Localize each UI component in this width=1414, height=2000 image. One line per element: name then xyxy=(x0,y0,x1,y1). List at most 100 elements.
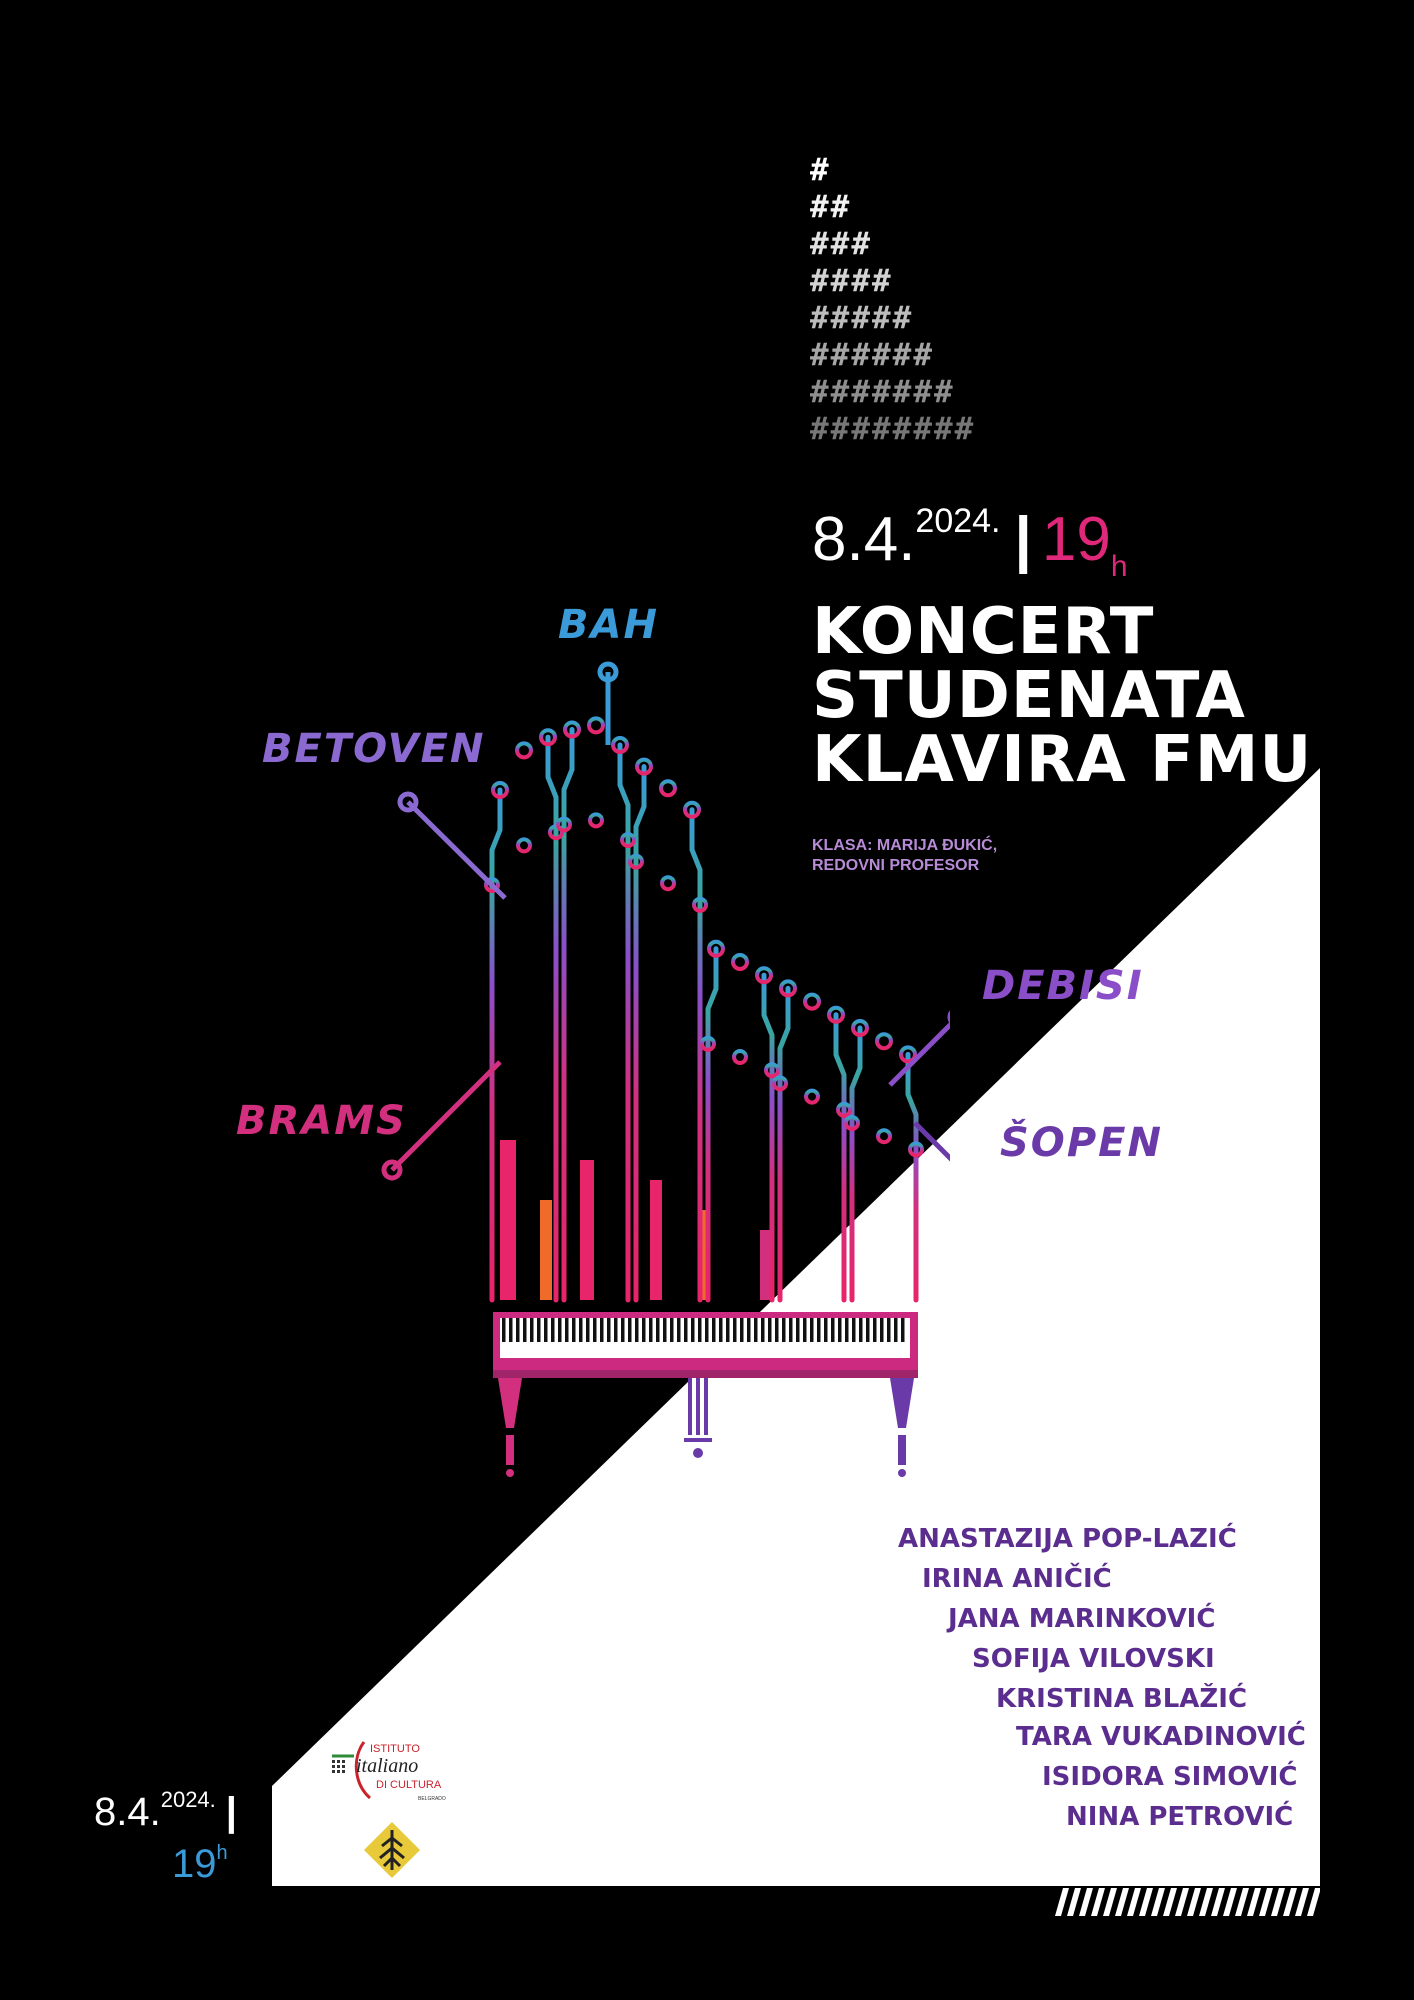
piano-key xyxy=(782,1318,786,1342)
footer-separator: | xyxy=(225,1790,237,1834)
stripe xyxy=(1307,1888,1320,1916)
circuit-node xyxy=(539,728,557,747)
piano-key xyxy=(628,1318,632,1342)
hash-row: ## xyxy=(810,189,852,225)
piano-key xyxy=(705,1318,709,1342)
stripe xyxy=(1259,1888,1273,1916)
stripe xyxy=(1223,1888,1237,1916)
piano-key xyxy=(775,1318,779,1342)
circuit-trace xyxy=(849,1025,863,1303)
piano-key xyxy=(523,1318,527,1342)
composer-label-chopin: ŠOPEN xyxy=(1000,1120,1163,1166)
footer-date: 8.4.2024. | xyxy=(94,1787,237,1835)
stripe xyxy=(1091,1888,1105,1916)
composer-label-debussy: DEBISI xyxy=(982,963,1144,1009)
logo-line1: ISTITUTO xyxy=(370,1743,420,1755)
piano-key xyxy=(684,1318,688,1342)
circuit-node xyxy=(635,757,653,776)
circuit-node xyxy=(875,1032,893,1051)
circuit-node xyxy=(732,1049,748,1065)
circuit-node xyxy=(731,953,749,971)
circuit-node xyxy=(660,875,676,892)
title-line: KONCERT xyxy=(812,595,1155,669)
faculty-emblem-icon xyxy=(364,1822,420,1878)
stripe xyxy=(1079,1888,1093,1916)
piano-key xyxy=(670,1318,674,1342)
piano-key xyxy=(789,1318,793,1342)
stripe xyxy=(1055,1888,1069,1916)
circuit-node xyxy=(491,781,509,799)
circuit-trace xyxy=(489,787,503,1303)
class-line: KLASA: MARIJA ĐUKIĆ, xyxy=(812,837,998,854)
circuit-node xyxy=(516,837,532,854)
piano-key xyxy=(586,1318,590,1342)
stripe xyxy=(1295,1888,1309,1916)
stripe xyxy=(1067,1888,1081,1916)
footer-year: 2024. xyxy=(160,1787,216,1812)
piano-key xyxy=(831,1318,835,1342)
circuit-node xyxy=(620,832,636,848)
piano-key xyxy=(502,1318,506,1342)
circuit-node xyxy=(851,1019,869,1037)
diagonal-stripes xyxy=(1055,1888,1320,1916)
hash-row: ###### xyxy=(810,337,934,373)
piano-key xyxy=(691,1318,695,1342)
composer-label-brahms: BRAMS xyxy=(236,1098,407,1144)
piano-key xyxy=(866,1318,870,1342)
circuit-node xyxy=(683,800,701,819)
circuit-trace xyxy=(761,972,775,1303)
piano-key xyxy=(649,1318,653,1342)
title-line: KLAVIRA FMU xyxy=(812,723,1313,797)
circuit-trace xyxy=(777,985,791,1303)
piano-key xyxy=(838,1318,842,1342)
logo-line2: italiano xyxy=(356,1755,418,1777)
piano-key xyxy=(656,1318,660,1342)
circuit-node xyxy=(515,741,533,760)
stripe xyxy=(1271,1888,1285,1916)
circuit-trace xyxy=(561,727,575,1303)
piano-key xyxy=(509,1318,513,1342)
performer-name: IRINA ANIČIĆ xyxy=(922,1564,1112,1594)
piano-key xyxy=(859,1318,863,1342)
circuit-node xyxy=(779,979,797,998)
performer-name: KRISTINA BLAŽIĆ xyxy=(996,1684,1248,1714)
piano-key xyxy=(572,1318,576,1342)
performer-name: ANASTAZIJA POP-LAZIĆ xyxy=(898,1524,1237,1554)
event-day-month: 8.4. xyxy=(812,505,916,574)
circuit-node xyxy=(836,1101,852,1118)
piano-key xyxy=(768,1318,772,1342)
piano-key xyxy=(635,1318,639,1342)
class-line: REDOVNI PROFESOR xyxy=(812,857,980,874)
piano-key xyxy=(880,1318,884,1342)
hash-pyramid: # ## ### #### ##### ###### ####### #####… xyxy=(810,152,975,448)
stripe xyxy=(1187,1888,1201,1916)
piano-key xyxy=(530,1318,534,1342)
stripe xyxy=(1247,1888,1261,1916)
stripe xyxy=(1235,1888,1249,1916)
circuit-bar xyxy=(650,1180,662,1300)
piano-key xyxy=(887,1318,891,1342)
piano-key xyxy=(698,1318,702,1342)
circuit-node xyxy=(588,812,604,829)
circuit-bar xyxy=(500,1140,516,1300)
circuit-node xyxy=(876,1128,892,1145)
piano-key xyxy=(579,1318,583,1342)
circuit-node xyxy=(556,816,572,833)
event-hour: 19 xyxy=(1041,505,1111,574)
circuit-node xyxy=(827,1005,845,1024)
stripe xyxy=(1175,1888,1189,1916)
event-year: 2024. xyxy=(915,502,1001,540)
circuit-node xyxy=(804,1088,820,1105)
piano-key xyxy=(754,1318,758,1342)
piano-key xyxy=(600,1318,604,1342)
stripe xyxy=(1211,1888,1225,1916)
circuit-node xyxy=(844,1115,860,1131)
performer-name: NINA PETROVIĆ xyxy=(1066,1802,1294,1832)
event-hour-suffix: h xyxy=(1110,550,1128,583)
footer-hour: 19h xyxy=(172,1842,228,1887)
footer-day-month: 8.4. xyxy=(94,1790,161,1834)
piano-key xyxy=(593,1318,597,1342)
footer-hour-value: 19 xyxy=(172,1842,217,1886)
circuit-trace xyxy=(905,1051,919,1303)
piano-key xyxy=(565,1318,569,1342)
